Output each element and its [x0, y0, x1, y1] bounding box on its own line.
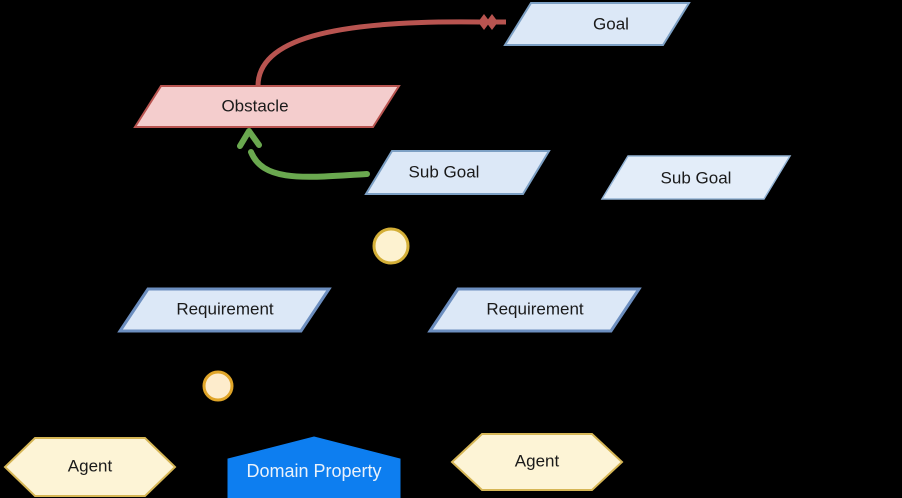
agent-1-shape[interactable]	[3, 437, 177, 497]
obstacle-shape[interactable]	[133, 85, 401, 128]
requirement-1-shape[interactable]	[117, 287, 332, 333]
node-requirement-2[interactable]: Requirement	[427, 287, 642, 333]
node-refinement-circle-2[interactable]	[202, 370, 234, 402]
refinement-circle-2-shape[interactable]	[202, 370, 234, 402]
edge-layer	[237, 14, 506, 180]
resolution-edge-line[interactable]	[248, 149, 370, 180]
subgoal-2-shape[interactable]	[600, 155, 792, 200]
node-subgoal-2[interactable]: Sub Goal	[600, 155, 792, 200]
subgoal-1-shape[interactable]	[364, 150, 551, 195]
double-diamond-marker-icon	[478, 14, 506, 30]
agent-2-shape[interactable]	[450, 433, 624, 491]
node-agent-1[interactable]: Agent	[3, 437, 177, 497]
edge-resolution[interactable]	[237, 128, 370, 180]
open-arrowhead-icon	[237, 128, 262, 149]
edge-obstruction[interactable]	[255, 14, 506, 89]
node-obstacle[interactable]: Obstacle	[133, 85, 401, 128]
goal-shape[interactable]	[503, 2, 691, 46]
node-requirement-1[interactable]: Requirement	[117, 287, 332, 333]
node-layer: Goal Obstacle Sub Goal Sub Goal Requirem…	[3, 2, 792, 498]
requirement-2-shape[interactable]	[427, 287, 642, 333]
node-domain-property[interactable]: Domain Property	[227, 436, 401, 498]
node-agent-2[interactable]: Agent	[450, 433, 624, 491]
refinement-circle-1-shape[interactable]	[372, 227, 410, 265]
domain-property-shape[interactable]	[227, 436, 401, 498]
node-refinement-circle-1[interactable]	[372, 227, 410, 265]
obstruction-edge-line[interactable]	[255, 19, 483, 89]
node-subgoal-1[interactable]: Sub Goal	[364, 150, 551, 195]
node-goal[interactable]: Goal	[503, 2, 691, 46]
